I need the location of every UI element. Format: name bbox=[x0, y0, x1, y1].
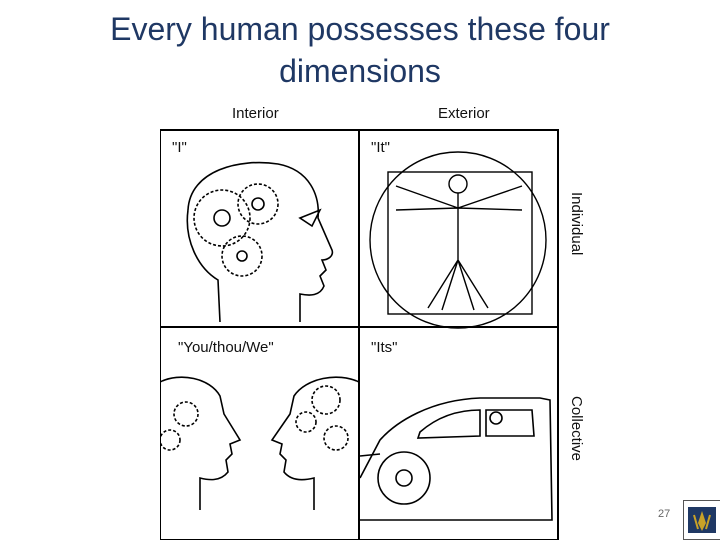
two-heads-facing-illustration bbox=[160, 377, 359, 510]
vitruvian-man-illustration bbox=[370, 152, 546, 328]
slide-title: Every human possesses these four dimensi… bbox=[40, 8, 680, 92]
page-number: 27 bbox=[658, 508, 670, 520]
organization-logo bbox=[683, 500, 720, 540]
column-label-interior: Interior bbox=[232, 105, 279, 122]
four-quadrant-diagram: Interior Exterior Individual Collective … bbox=[160, 100, 652, 540]
quadrant-label-i: "I" bbox=[172, 139, 187, 156]
head-with-gears-illustration bbox=[187, 163, 332, 322]
row-label-individual: Individual bbox=[568, 192, 585, 255]
car-illustration bbox=[360, 398, 552, 520]
quadrant-label-it: "It" bbox=[371, 139, 390, 156]
quadrant-label-its: "Its" bbox=[371, 339, 397, 356]
column-label-exterior: Exterior bbox=[438, 105, 490, 122]
quadrant-label-you-thou-we: "You/thou/We" bbox=[178, 339, 274, 356]
row-label-collective: Collective bbox=[568, 396, 585, 461]
